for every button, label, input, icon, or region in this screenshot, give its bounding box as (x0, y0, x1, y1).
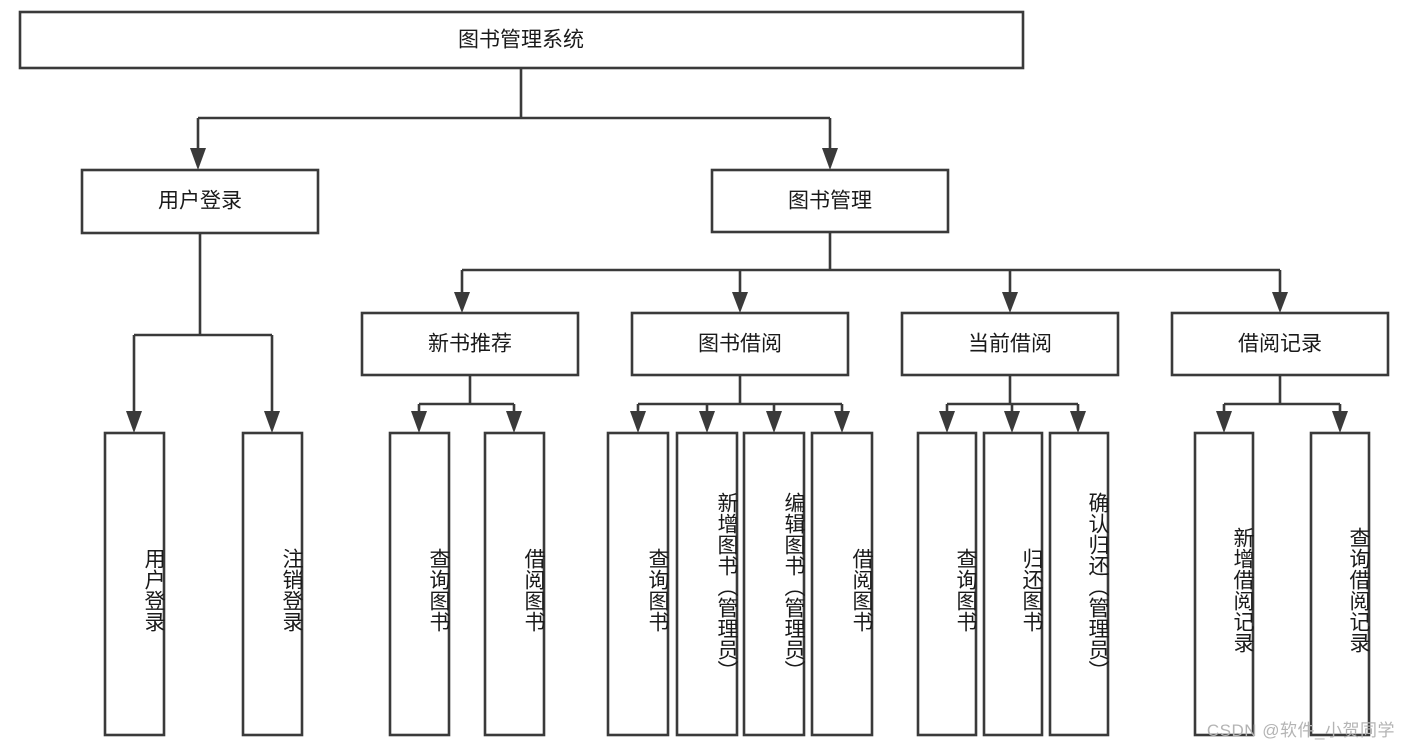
node-new-book-recommend-label: 新书推荐 (428, 333, 512, 356)
node-root-system[interactable]: 图书管理系统 (18, 10, 1025, 70)
arrow-head-nb-2 (506, 411, 522, 433)
arrow-head-bb-3 (766, 411, 782, 433)
node-user-login[interactable]: 用户登录 (80, 168, 320, 235)
leaf-box-cb-return-book[interactable] (982, 431, 1044, 737)
leaf-box-bb-edit-book[interactable] (742, 431, 806, 737)
arrow-head-bb-4 (834, 411, 850, 433)
leaf-box-nb-query-book[interactable] (388, 431, 451, 737)
node-borrow-record-label: 借阅记录 (1238, 333, 1322, 356)
arrow-head-br-2 (1332, 411, 1348, 433)
arrow-head-cb-2 (1004, 411, 1020, 433)
node-book-borrow-box[interactable] (630, 311, 850, 377)
leaf-box-cb-confirm-return[interactable] (1048, 431, 1110, 737)
arrow-head-cb-1 (939, 411, 955, 433)
leaf-box-bb-add-book[interactable] (675, 431, 739, 737)
connector-borrowrecord-to-leaves (1216, 375, 1348, 433)
arrow-head-br-1 (1216, 411, 1232, 433)
leaf-box-logout[interactable] (241, 431, 304, 737)
connector-bookborrow-to-leaves (630, 375, 850, 433)
node-borrow-record[interactable]: 借阅记录 (1170, 311, 1390, 377)
node-current-borrow[interactable]: 当前借阅 (900, 311, 1120, 377)
node-book-management-label: 图书管理 (788, 190, 872, 213)
leaf-box-br-query-record[interactable] (1309, 431, 1371, 737)
connector-userlogin-to-leaves (126, 233, 280, 433)
node-book-borrow[interactable]: 图书借阅 (630, 311, 850, 377)
node-borrow-record-box[interactable] (1170, 311, 1390, 377)
node-book-management[interactable]: 图书管理 (710, 168, 950, 234)
arrow-head-bb-1 (630, 411, 646, 433)
node-current-borrow-box[interactable] (900, 311, 1120, 377)
arrow-head-leaf-logout (264, 411, 280, 433)
node-root-system-box[interactable] (18, 10, 1025, 70)
connector-newbook-to-leaves (411, 375, 522, 433)
node-root-system-label: 图书管理系统 (458, 29, 584, 52)
leaf-box-bb-borrow-book[interactable] (810, 431, 874, 737)
arrow-head-nb-1 (411, 411, 427, 433)
arrow-head-book-mgmt (822, 148, 838, 170)
arrow-head-cb-3 (1070, 411, 1086, 433)
connector-root-to-level2 (190, 68, 838, 170)
arrow-head-bb-2 (699, 411, 715, 433)
node-book-management-box[interactable] (710, 168, 950, 234)
leaf-box-bb-query-book[interactable] (606, 431, 670, 737)
leaf-boxes (103, 431, 1371, 737)
connector-currentborrow-to-leaves (939, 375, 1086, 433)
arrow-head-new-book (454, 292, 470, 313)
arrow-head-user-login (190, 148, 206, 170)
leaf-box-nb-borrow-book[interactable] (483, 431, 546, 737)
node-book-borrow-label: 图书借阅 (698, 333, 782, 356)
node-current-borrow-label: 当前借阅 (968, 333, 1052, 356)
connector-bookmgmt-to-level3 (454, 232, 1288, 313)
arrow-head-borrow-record (1272, 292, 1288, 313)
node-user-login-box[interactable] (80, 168, 320, 235)
leaf-box-user-login[interactable] (103, 431, 166, 737)
arrow-head-current-borrow (1002, 292, 1018, 313)
leaf-box-cb-query-book[interactable] (916, 431, 978, 737)
arrow-head-leaf-user-login (126, 411, 142, 433)
leaf-box-br-add-record[interactable] (1193, 431, 1255, 737)
node-user-login-label: 用户登录 (158, 190, 242, 213)
node-new-book-recommend-box[interactable] (360, 311, 580, 377)
arrow-head-book-borrow (732, 292, 748, 313)
csdn-watermark: CSDN @软件_小贺同学 (1206, 721, 1395, 740)
node-new-book-recommend[interactable]: 新书推荐 (360, 311, 580, 377)
